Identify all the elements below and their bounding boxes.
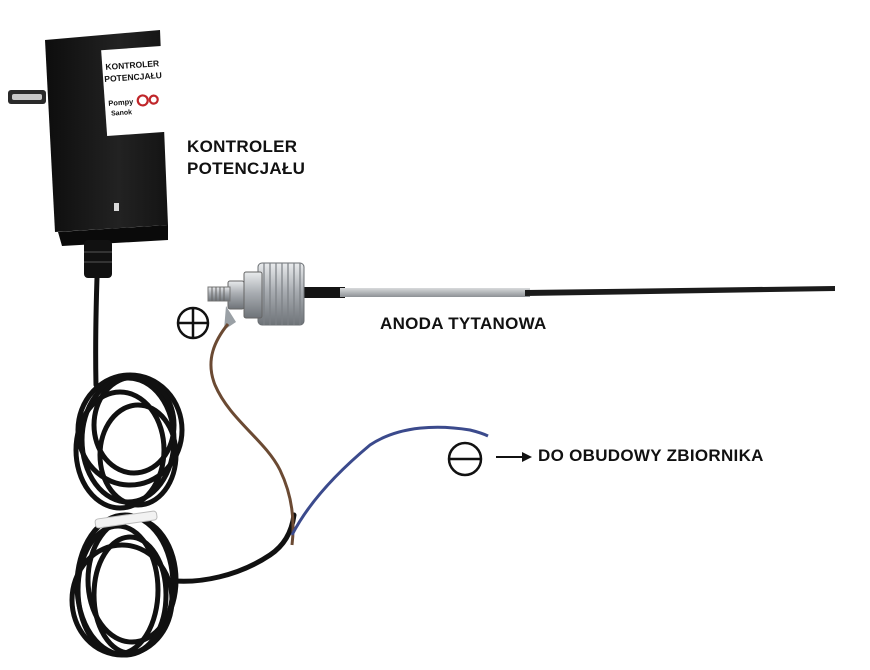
- sticker-line2: POTENCJAŁU: [104, 70, 162, 84]
- sticker-brand-top: Pompy: [108, 97, 134, 108]
- anode-label: ANODA TYTANOWA: [380, 314, 547, 333]
- arrow-right-icon: [496, 452, 532, 462]
- sticker-line1: KONTROLER: [105, 58, 159, 72]
- controller-label-line2: POTENCJAŁU: [187, 159, 306, 178]
- brown-wire: [209, 323, 295, 546]
- plus-circle-icon: [176, 306, 210, 340]
- controller-label-line1: KONTROLER: [187, 137, 298, 156]
- controller-sticker: KONTROLER POTENCJAŁU Pompy Sanok: [101, 46, 167, 136]
- minus-circle-icon: [447, 441, 483, 477]
- titanium-anode: [207, 262, 835, 330]
- sticker-brand-bottom: Sanok: [111, 109, 133, 117]
- blue-wire: [290, 425, 489, 536]
- controller-label: KONTROLER POTENCJAŁU: [187, 136, 305, 180]
- controller-adapter: KONTROLER POTENCJAŁU Pompy Sanok: [8, 30, 168, 278]
- cable-tie: [94, 510, 158, 529]
- tank-housing-label: DO OBUDOWY ZBIORNIKA: [538, 446, 764, 465]
- brand-logo-icon: [136, 94, 159, 107]
